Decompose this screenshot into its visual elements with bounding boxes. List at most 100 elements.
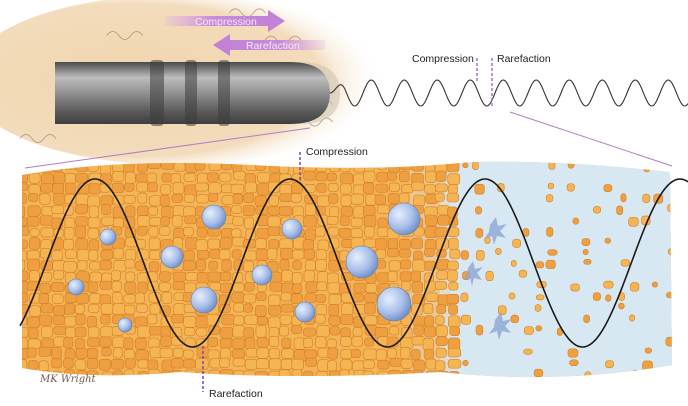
tissue-cell: [364, 302, 376, 315]
tissue-cell: [365, 380, 377, 391]
tissue-cell: [243, 217, 254, 230]
tissue-cell: [88, 239, 100, 252]
tissue-cell: [146, 172, 157, 183]
tissue-cell: [88, 326, 100, 338]
tissue-cell: [75, 216, 89, 227]
ultrasound-wave: [329, 79, 688, 107]
tissue-cell: [364, 226, 375, 238]
tissue-cell: [74, 359, 87, 371]
tissue-cell: [52, 314, 65, 326]
tissue-cell: [22, 217, 28, 227]
tissue-cell: [339, 162, 351, 173]
tissue-cell: [87, 347, 99, 359]
tissue-cell: [303, 215, 317, 228]
tissue-cell: [100, 249, 114, 260]
tissue-cell: [364, 315, 378, 326]
tissue-cell: [38, 293, 50, 305]
tissue-cell: [99, 280, 113, 290]
tissue-cell: [208, 260, 219, 271]
tissue-cell: [388, 326, 400, 336]
tissue-cell: [410, 270, 422, 282]
tissue-cell: [317, 239, 329, 252]
tissue-cell: [400, 346, 411, 360]
bubble: [294, 301, 316, 323]
tissue-cell: [423, 303, 434, 314]
tissue-cell: [257, 171, 271, 183]
tissue-cell: [675, 195, 681, 203]
tissue-cell: [315, 226, 326, 237]
tissue-cell: [448, 371, 460, 378]
tissue-cell: [328, 193, 339, 204]
tissue-cell: [423, 348, 434, 361]
tissue-cell: [304, 349, 318, 359]
tissue-cell: [101, 204, 112, 216]
tissue-cell: [291, 272, 303, 285]
tissue-cell: [448, 315, 461, 328]
wave-label-compression: Compression: [412, 53, 474, 65]
tissue-cell: [350, 217, 364, 228]
tissue-cell: [315, 259, 327, 272]
tissue-cell: [364, 162, 375, 173]
tissue-cell: [27, 161, 39, 171]
tissue-cell: [147, 314, 158, 325]
tissue-cell: [233, 370, 245, 378]
tissue-cell: [303, 370, 314, 378]
tissue-cell: [233, 170, 247, 181]
tissue-cell: [352, 327, 363, 337]
bubble: [201, 204, 227, 230]
tissue-cell: [112, 291, 123, 305]
tissue-cell: [279, 193, 293, 203]
tissue-cell: [412, 369, 424, 378]
tissue-cell: [22, 226, 30, 236]
tissue-cell: [472, 161, 479, 171]
tissue-cell: [656, 368, 663, 378]
tissue-cell: [244, 282, 255, 292]
tissue-cell: [390, 382, 402, 391]
tissue-cell: [411, 181, 425, 191]
tissue-cell: [196, 227, 208, 238]
tissue-cell: [232, 325, 245, 338]
tissue-cell: [389, 357, 403, 367]
tissue-cell: [268, 305, 282, 316]
tissue-cell: [435, 325, 448, 337]
tissue-cell: [303, 270, 315, 283]
tissue-cell: [434, 315, 445, 326]
tissue-cell: [667, 248, 672, 256]
tissue-cell: [183, 206, 196, 218]
tissue-cell: [386, 171, 398, 181]
tissue-cell: [86, 357, 99, 369]
tissue-cell: [281, 348, 294, 359]
tissue-cell: [26, 216, 40, 227]
tissue-cell: [508, 292, 516, 300]
tissue-cell: [89, 271, 102, 283]
tissue-cell: [220, 326, 233, 339]
tissue-cell: [604, 237, 612, 244]
tissue-cell: [124, 281, 137, 294]
tissue-cell: [148, 368, 161, 378]
zoom-line-right: [509, 111, 673, 167]
fragmented-bubbles: [463, 217, 512, 340]
tissue-cell: [425, 383, 435, 392]
tissue-cell: [183, 226, 194, 237]
tissue-cell: [365, 283, 378, 294]
tissue-cell: [437, 381, 448, 390]
tissue-cell: [278, 369, 291, 378]
tissue-cell: [149, 383, 159, 393]
tissue-cell: [52, 260, 66, 272]
tissue-cell: [148, 261, 160, 273]
tissue-cell: [618, 302, 625, 310]
fiber: [19, 134, 57, 143]
tissue-cell: [75, 193, 90, 206]
tissue-cell: [628, 217, 639, 227]
tissue-cell: [112, 382, 124, 391]
tissue-cell: [195, 327, 208, 337]
tissue-cell: [256, 292, 267, 302]
tissue-cell: [593, 206, 602, 214]
tissue-cell: [22, 250, 27, 262]
tissue-cell: [291, 382, 303, 392]
tissue-cell: [149, 326, 163, 336]
tissue-cell: [183, 316, 197, 328]
tissue-cell: [88, 303, 100, 313]
tissue-cell: [375, 237, 388, 250]
tissue-cell: [135, 303, 148, 313]
